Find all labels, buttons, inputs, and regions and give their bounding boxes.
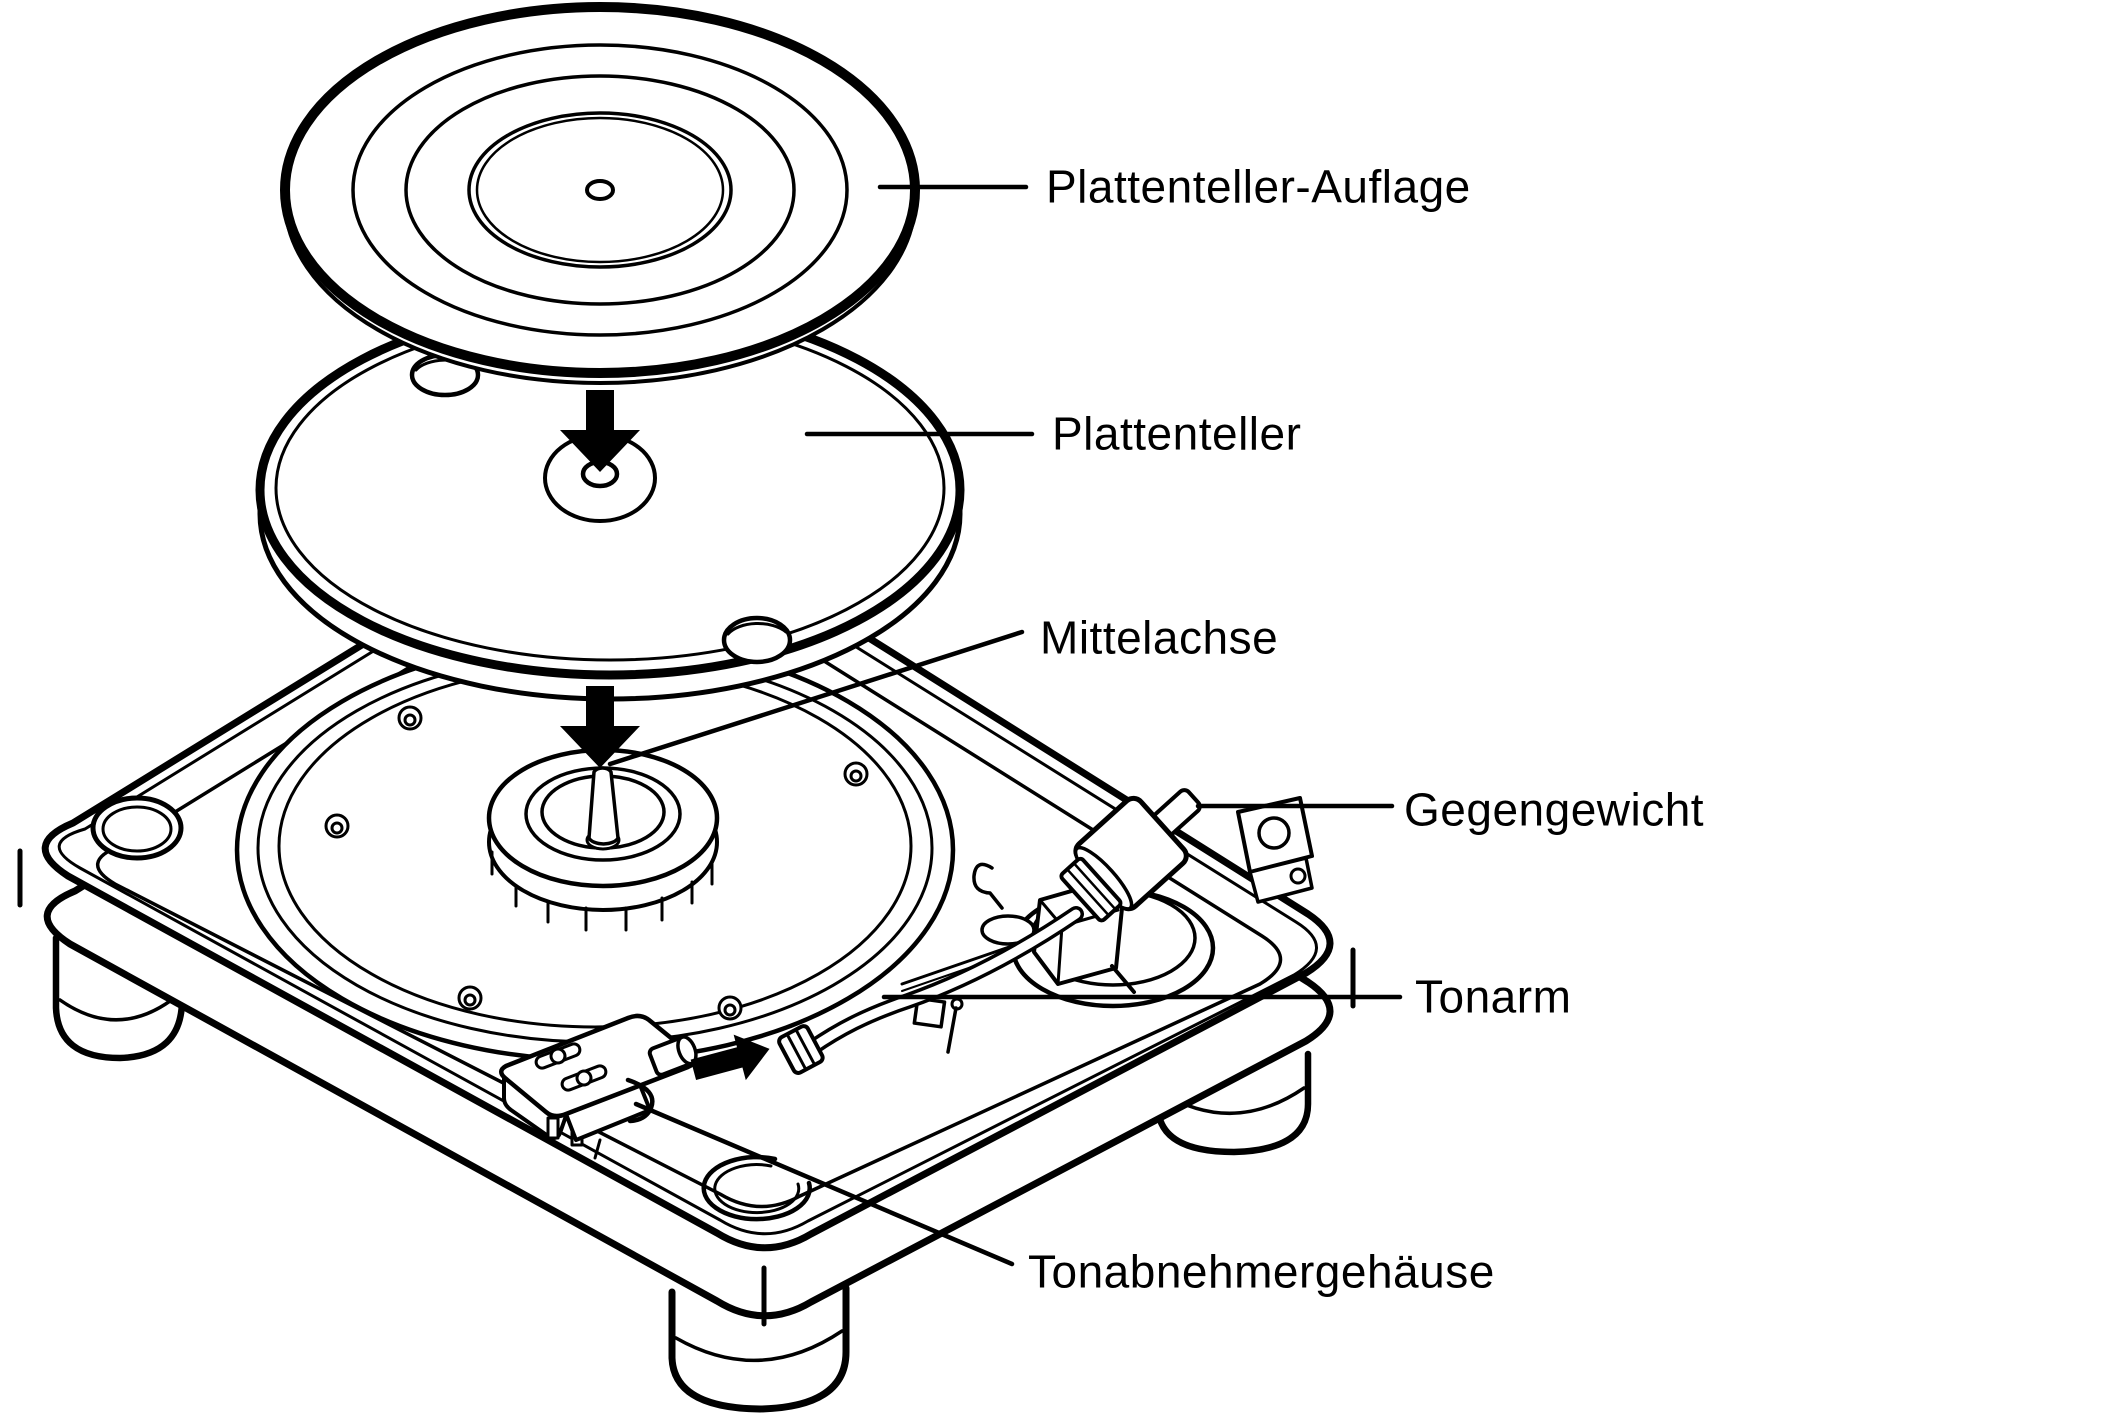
screw-holes	[324, 705, 869, 1021]
insert-arrow	[690, 1034, 770, 1081]
platter-drawing	[255, 300, 965, 702]
platter-mat-drawing	[280, 2, 920, 385]
center-spindle-pin	[585, 766, 621, 851]
headshell-drawing	[499, 1013, 698, 1160]
label-center-spindle: Mittelachse	[1040, 611, 1279, 664]
spindle-hub-drawing	[486, 747, 720, 932]
label-platter: Plattenteller	[1052, 407, 1302, 460]
platter-hole-right	[721, 615, 793, 665]
tonearm-drawing	[777, 788, 1314, 1075]
label-platter-mat: Plattenteller-Auflage	[1046, 160, 1471, 213]
label-tonearm: Tonarm	[1415, 970, 1572, 1023]
hinge-bracket	[1236, 796, 1314, 904]
label-counterweight: Gegengewicht	[1404, 783, 1705, 836]
down-arrow-2	[560, 686, 640, 768]
adapter-holder-ring	[701, 1154, 812, 1222]
counterweight-drawing	[1059, 788, 1202, 923]
label-headshell: Tonabnehmergehäuse	[1028, 1245, 1495, 1298]
leader-lines	[607, 184, 1403, 1267]
power-button-drawing	[90, 795, 184, 861]
leader-center-spindle	[607, 629, 1025, 767]
foot-south	[668, 1284, 850, 1413]
leader-headshell	[633, 1101, 1015, 1267]
down-arrow-1	[560, 390, 640, 472]
